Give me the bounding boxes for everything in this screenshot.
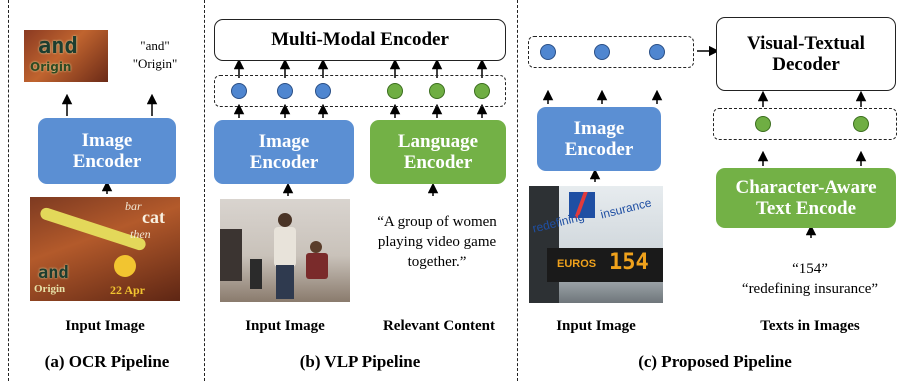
vlp-image-encoder: Image Encoder	[214, 120, 354, 184]
vlp-image-token	[315, 83, 331, 99]
bus-word-154: 154	[609, 250, 649, 275]
image-word-and: and	[38, 263, 69, 283]
vlp-text-token	[387, 83, 403, 99]
proposed-image-encoder-line2: Encoder	[564, 139, 634, 160]
vlp-image-encoder-line1: Image	[258, 130, 310, 152]
vlp-image-token	[277, 83, 293, 99]
vlp-image-token	[231, 83, 247, 99]
ocr-encoder-line1: Image	[81, 129, 133, 151]
proposed-image-token	[649, 44, 665, 60]
ocr-crop-image: and Origin	[24, 30, 108, 82]
vlp-token-row	[214, 75, 506, 107]
vlp-image-encoder-line2: Encoder	[249, 152, 319, 173]
bus-word-insurance: insurance	[599, 195, 653, 222]
image-word-bar: bar	[125, 199, 142, 213]
crop-word-and: and	[38, 34, 78, 59]
separator-bc	[517, 0, 518, 381]
image-word-date: 22 Apr	[110, 283, 146, 297]
crop-word-origin: Origin	[30, 60, 72, 74]
decoder-line1: Visual-Textual	[747, 32, 865, 54]
decoder-line2: Decoder	[772, 54, 840, 75]
image-word-cat: cat	[142, 207, 165, 227]
multi-modal-encoder: Multi-Modal Encoder	[214, 19, 506, 61]
ocr-output-and: "and"	[140, 38, 170, 53]
proposed-panel-title: (c) Proposed Pipeline	[638, 352, 792, 371]
ocr-image-encoder: Image Encoder	[38, 118, 176, 184]
proposed-text-token	[755, 116, 771, 132]
proposed-image-token-row	[528, 36, 694, 68]
separator-ab	[204, 0, 205, 381]
proposed-input-caption: Input Image	[556, 318, 636, 334]
ocr-encoder-line2: Encoder	[72, 151, 142, 172]
image-word-origin: Origin	[34, 283, 66, 295]
proposed-image-encoder: Image Encoder	[537, 107, 661, 171]
vlp-text-token	[429, 83, 445, 99]
vlp-language-encoder-line2: Encoder	[403, 152, 473, 173]
vlp-text-token	[474, 83, 490, 99]
ocr-panel-title: (a) OCR Pipeline	[44, 352, 170, 371]
vlp-text-line3: together.”	[407, 254, 467, 270]
character-aware-text-encoder: Character-Aware Text Encode	[716, 168, 896, 228]
visual-textual-decoder: Visual-Textual Decoder	[716, 17, 896, 91]
ocr-input-image: bar cat then and Origin 22 Apr	[30, 197, 180, 301]
proposed-image-encoder-line1: Image	[573, 117, 625, 139]
vlp-language-encoder: Language Encoder	[370, 120, 506, 184]
vlp-text-line2: playing video game	[377, 234, 497, 250]
vlp-input-image	[220, 199, 350, 302]
ocr-input-caption: Input Image	[65, 318, 145, 334]
proposed-text-token-row	[713, 108, 897, 140]
proposed-input-image: redefining insurance EUROS 154	[529, 186, 663, 303]
vlp-content-caption: Relevant Content	[382, 318, 496, 334]
bus-word-euros: EUROS	[557, 258, 597, 270]
proposed-text-redefining: “redefining insurance”	[741, 281, 879, 297]
proposed-image-token	[540, 44, 556, 60]
text-encoder-line1: Character-Aware	[735, 176, 877, 198]
ocr-output-origin: "Origin"	[132, 56, 178, 71]
vlp-panel-title: (b) VLP Pipeline	[299, 352, 421, 371]
text-encoder-line2: Text Encode	[755, 198, 857, 219]
vlp-input-caption: Input Image	[245, 318, 325, 334]
separator-left	[8, 0, 9, 381]
proposed-text-154: “154”	[792, 261, 828, 277]
proposed-text-token	[853, 116, 869, 132]
proposed-image-token	[594, 44, 610, 60]
image-word-then: then	[130, 227, 151, 241]
proposed-texts-caption: Texts in Images	[760, 318, 860, 334]
vlp-text-line1: “A group of women	[377, 214, 497, 230]
vlp-language-encoder-line1: Language	[397, 130, 479, 152]
